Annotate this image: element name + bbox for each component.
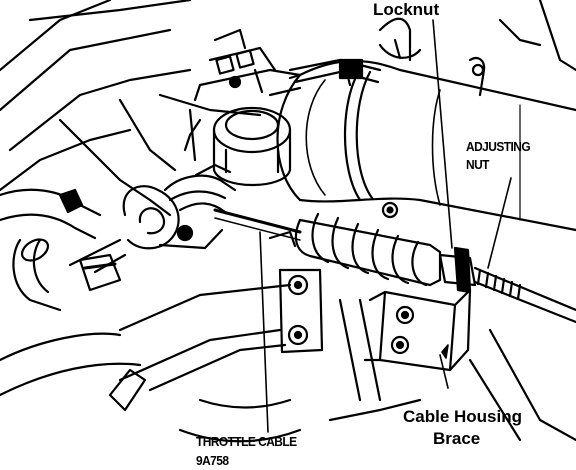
throttle-lever (68, 163, 237, 274)
adjusting-nut-label-line1: ADJUSTING (466, 139, 531, 154)
upper-right-hardware (378, 0, 576, 97)
locknut-label: Locknut (373, 0, 440, 19)
mounting-bolts (278, 201, 399, 354)
adjusting-nut-label-line2: NUT (466, 157, 489, 172)
cable-housing-brace-label-line2: Brace (433, 429, 481, 448)
cable-housing-brace (363, 288, 472, 372)
lower-support-members (108, 283, 576, 443)
throttle-cable (213, 208, 302, 248)
leader-lines (259, 19, 512, 433)
cable-housing-brace-label-line1: Cable Housing (403, 407, 523, 426)
left-hoses (0, 188, 142, 397)
throttle-cable-label-line1: THROTTLE CABLE (196, 434, 297, 449)
adjuster-assembly (438, 246, 576, 324)
engine-frame-lines (0, 0, 262, 217)
hose-clamp (288, 58, 382, 87)
cable-boot (294, 212, 442, 287)
throttle-body (183, 28, 302, 152)
idle-air-valve (212, 106, 292, 186)
throttle-cable-part-number: 9A758 (196, 453, 229, 468)
